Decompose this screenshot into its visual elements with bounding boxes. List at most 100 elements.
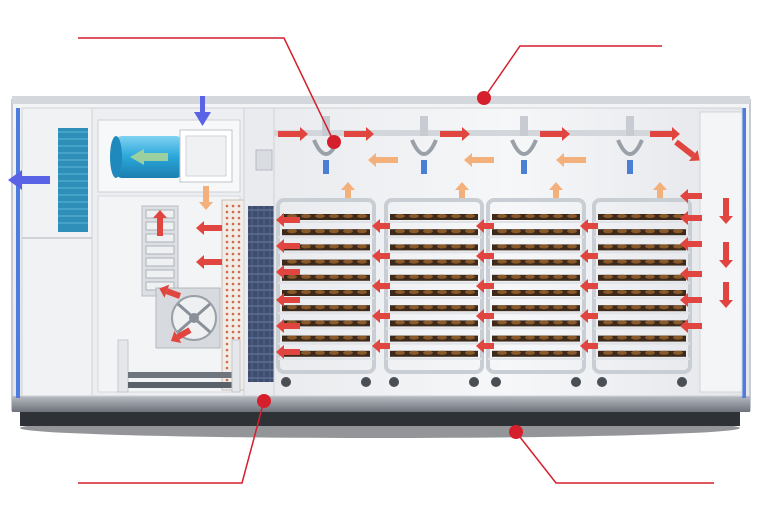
tray-rack [384,198,484,387]
tray [386,305,482,315]
caster [389,377,399,387]
airflow-arrow-icon [719,242,733,268]
left-door-edge [16,108,20,398]
airflow-arrow-icon [464,153,494,167]
airflow-arrow-icon [476,249,494,263]
air-nozzle [510,116,538,174]
tray [488,350,584,360]
caster [571,377,581,387]
fan-flow-arrow-icon [130,149,168,165]
airflow-arrow-icon [476,309,494,323]
caster [361,377,371,387]
tray [594,244,690,254]
ceiling-duct [274,130,674,136]
callout-top-left [78,37,341,149]
airflow-arrow-icon [680,293,702,307]
base-pipes [117,339,241,393]
airflow-arrow-icon [344,127,374,141]
airflow-arrow-icon [372,339,390,353]
airflow-arrow-icon [368,153,398,167]
tray [386,350,482,360]
tray [594,229,690,239]
tray [278,335,374,345]
air-nozzle [410,116,438,174]
tray [488,259,584,269]
tray [278,305,374,315]
tray [594,335,690,345]
airflow-arrow-icon [680,211,702,225]
tray [488,290,584,299]
airflow-arrow-icon [341,182,355,198]
airflow-arrow-icon [440,127,470,141]
caster [677,377,687,387]
airflow-arrow-icon [196,255,222,269]
caster [281,377,291,387]
tray [386,335,482,345]
airflow-arrow-icon [674,139,700,162]
airflow-arrow-icon [580,219,598,233]
air-nozzle [616,116,644,174]
airflow-arrow-icon [549,182,563,198]
tray [488,320,584,330]
caster [597,377,607,387]
tray [386,259,482,269]
airflow-arrow-icon [719,282,733,308]
caster [469,377,479,387]
airflow-arrow-icon [455,182,469,198]
airflow-arrow-icon [278,127,308,141]
callout-bottom-right [509,425,714,484]
airflow-arrow-icon [372,219,390,233]
airflow-arrow-icon [719,198,733,224]
tray [278,274,374,284]
airflow-arrow-icon [170,327,192,344]
airflow-arrow-icon [276,213,300,227]
tray [386,274,482,284]
airflow-arrow-icon [276,265,300,279]
airflow-arrow-icon [476,279,494,293]
tray [594,274,690,284]
airflow-arrow-icon [372,279,390,293]
airflow-arrow-icon [276,345,300,359]
callout-bottom-left [78,394,271,484]
tray [594,259,690,269]
airflow-arrow-icon [153,210,167,236]
airflow-arrow-icon [476,339,494,353]
tray [488,214,584,223]
tray [488,274,584,284]
tray-racks [276,198,692,387]
airflow-arrow-icon [680,237,702,251]
tray-rack [486,198,586,387]
return-filter [248,206,274,382]
right-door-edge [742,108,746,398]
tray [386,214,482,223]
tray [594,320,690,330]
control-panel [255,149,273,171]
blower-fan [155,287,221,349]
container-base [20,410,740,426]
airflow-arrow-icon [580,309,598,323]
chamber-airflow [276,127,733,359]
airflow-arrow-icon [199,186,213,210]
airflow-arrow-icon [159,284,182,299]
tray [488,335,584,345]
airflow-arrow-icon [680,319,702,333]
airflow-arrow-icon [276,319,300,333]
airflow-arrow-icon [196,221,222,235]
airflow-arrow-icon [540,127,570,141]
tray-rack [592,198,692,387]
container-top-edge [12,96,750,104]
airflow-arrow-icon [580,279,598,293]
airflow-arrow-icon [476,219,494,233]
tray [386,320,482,330]
circulation-fan [110,129,233,183]
airflow-arrow-icon [372,309,390,323]
tray [594,305,690,315]
airflow-arrow-icon [680,267,702,281]
intake-arrow-icon [194,96,211,126]
airflow-arrow-icon [580,249,598,263]
exhaust-arrow-icon [8,170,50,190]
airflow-arrow-icon [276,239,300,253]
tray [488,229,584,239]
